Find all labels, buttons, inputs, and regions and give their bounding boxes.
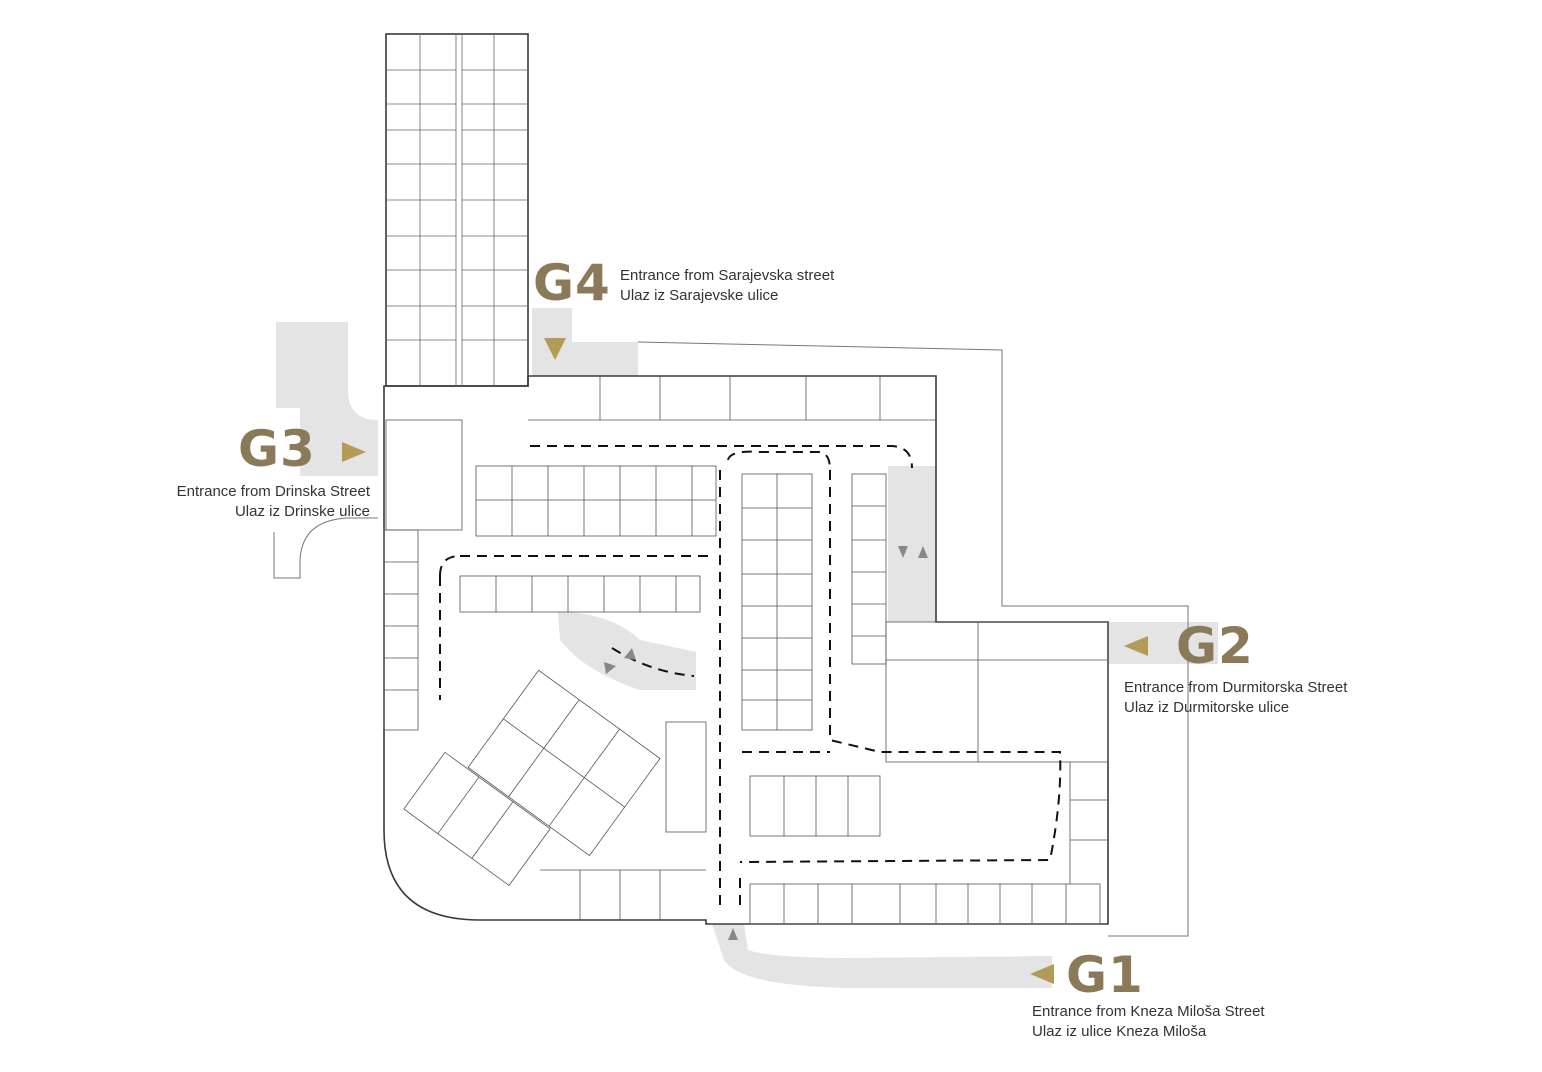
gate-g1-description: Entrance from Kneza Miloša Street Ulaz i…	[1032, 1002, 1265, 1042]
gate-g3-line1: Entrance from Drinska Street	[176, 483, 370, 500]
site-outline	[273, 341, 1189, 937]
gate-g3-line2: Ulaz iz Drinske ulice	[234, 503, 370, 520]
gate-g1-line2: Ulaz iz ulice Kneza Miloša	[1032, 1023, 1207, 1040]
gate-g3-description: Entrance from Drinska Street Ulaz iz Dri…	[130, 482, 370, 522]
gate-g2-description: Entrance from Durmitorska Street Ulaz iz…	[1124, 678, 1347, 718]
gate-g1-code: G1	[1066, 946, 1144, 1004]
ramp-arrows	[604, 546, 928, 940]
g3-arrow-icon	[342, 442, 366, 462]
entrance-ramps	[276, 308, 1218, 988]
gate-g1-line1: Entrance from Kneza Miloša Street	[1032, 1003, 1265, 1020]
gate-g4-line2: Ulaz iz Sarajevske ulice	[620, 287, 779, 304]
gate-g2-code: G2	[1176, 617, 1254, 675]
gate-g4-code: G4	[533, 254, 611, 312]
g4-arrow-icon	[544, 338, 566, 360]
tower-interior	[386, 34, 528, 386]
gate-arrows	[342, 338, 1148, 984]
g1-arrow-icon	[1030, 964, 1054, 984]
gate-g2-line1: Entrance from Durmitorska Street	[1124, 679, 1348, 696]
gate-g2-line2: Ulaz iz Durmitorske ulice	[1124, 699, 1290, 716]
g2-arrow-icon	[1124, 636, 1148, 656]
gate-g4-description: Entrance from Sarajevska street Ulaz iz …	[620, 266, 834, 306]
driving-lanes	[439, 445, 1062, 910]
gate-g4-line1: Entrance from Sarajevska street	[620, 267, 835, 284]
building-outline	[383, 33, 1109, 925]
parking-bays	[383, 376, 1109, 925]
gate-g3-code: G3	[238, 420, 316, 478]
